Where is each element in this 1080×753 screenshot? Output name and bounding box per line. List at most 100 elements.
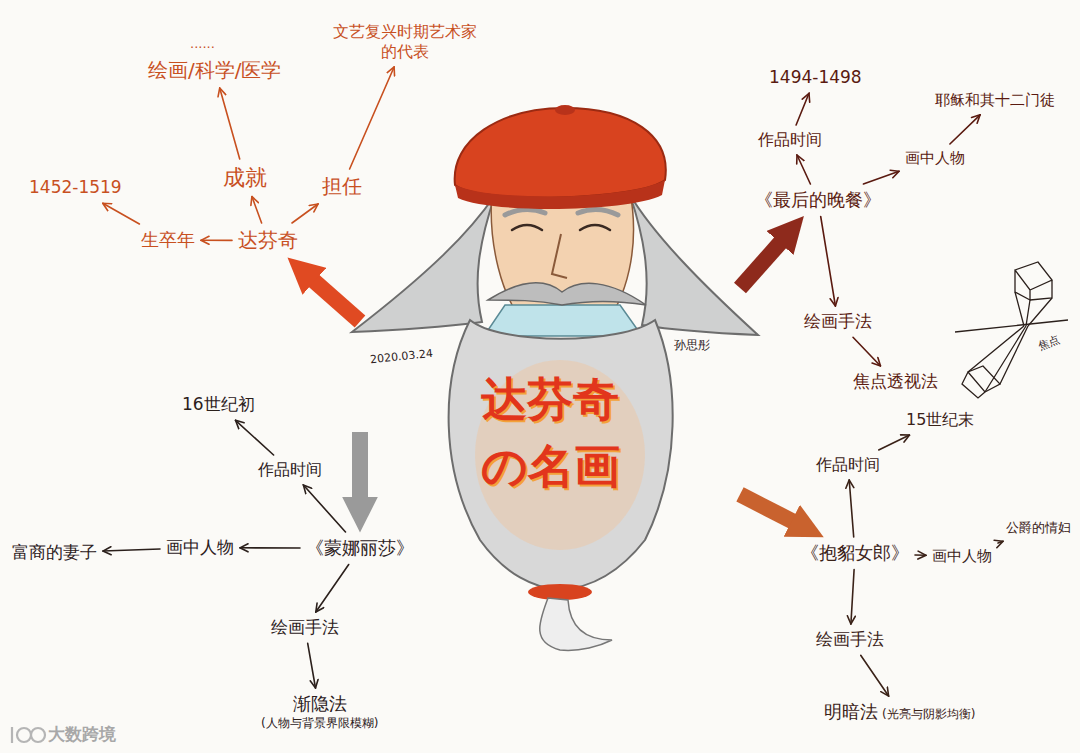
node-text: 画中人物 [905,149,965,168]
closed-eye [580,225,610,230]
branch-arrow [201,240,232,242]
beard-glow [475,360,645,550]
vanishing-lines [1015,292,1052,326]
node-text: 《蒙娜丽莎》 [306,537,414,560]
branch-arrow [915,554,926,556]
branch-arrow [350,67,395,169]
mind-map-node: 画中人物 [902,147,968,170]
beret-band [455,180,665,209]
mind-map-node: 文艺复兴时期艺术家的代表 [327,20,483,64]
branch-arrow [821,217,836,307]
branch-arrow [796,93,809,125]
far-box [1015,262,1052,300]
node-text: 公爵的情妇 [1006,520,1071,536]
logo-ring [31,728,45,742]
branch-arrow [103,549,160,551]
mind-map-node: 绘画手法 [268,615,342,640]
branch-arrow [863,171,899,184]
branch-arrow [851,570,854,625]
collar [484,305,642,336]
sketch-label: 焦点 [1036,333,1061,353]
beard-ring [528,584,592,600]
branch-arrow [853,337,881,366]
node-text: 文艺复兴时期艺术家的代表 [330,22,480,62]
mind-map-node: 富商的妻子 [9,540,100,565]
node-text: 明暗法 [824,701,878,724]
branch-arrow [797,155,810,184]
node-text: 《抱貂女郎》 [801,542,909,565]
note-label: 孙思彤 [674,338,710,352]
node-text: 画中人物 [166,537,234,558]
node-text: 绘画手法 [271,617,339,638]
node-text: 耶稣和其十二门徒 [935,91,1055,110]
nose [552,234,567,278]
node-text: 作品时间 [758,130,822,150]
mind-map-node: 画中人物 [929,545,995,568]
node-text: 焦点透视法 [853,371,938,392]
node-text: 绘画手法 [816,629,884,650]
branch-arrow [292,204,318,223]
watermark: 大数跨境 [48,724,116,744]
node-text: 达芬奇 [238,228,298,253]
branch-arrow [252,197,262,224]
eyebrow [505,209,545,215]
mind-map-node: 渐隐法(人物与背景界限模糊) [258,691,381,733]
node-text: 担任 [322,174,362,199]
node-text: 1452-1519 [29,177,122,198]
mind-map-node: 16世纪初 [179,392,258,417]
node-text: 画中人物 [932,547,992,566]
big-arrow [740,239,784,288]
node-note: (人物与背景界限模糊) [261,716,378,731]
node-text: 16世纪初 [182,394,255,415]
mind-map-node: 绘画/科学/医学 [145,56,284,85]
branch-arrow [861,655,889,696]
perspective-sketch [955,262,1068,398]
mind-map-node: 焦点透视法 [850,369,941,394]
node-text: 1494-1498 [769,67,862,88]
mind-map-node: 耶稣和其十二门徒 [932,89,1058,112]
mind-map-node: 达芬奇 [235,226,301,255]
node-text: 作品时间 [816,455,880,475]
branch-arrow [220,88,240,159]
beret-nub [555,105,575,115]
logo-bar [11,727,13,743]
mind-map-node: 《最后的晚餐》 [752,187,884,214]
node-text: 富商的妻子 [12,542,97,563]
node-text: 生卒年 [141,229,195,252]
branch-arrow [303,485,345,532]
mustache [488,283,646,305]
mind-map-node: 《抱貂女郎》 [798,540,912,567]
node-text: 15世纪末 [906,410,974,430]
eyebrow [578,209,618,215]
mind-map-node: 绘画手法 [801,309,875,334]
mind-map-node: 绘画手法 [813,627,887,652]
node-text: 作品时间 [258,460,322,480]
logo-ring [17,728,31,742]
mind-map-node: 《蒙娜丽莎》 [303,535,417,562]
horizon-line [955,320,1068,332]
mind-map-node: 公爵的情妇 [1003,518,1074,538]
title-node: 达芬奇の名画 [360,120,740,600]
node-note: (光亮与阴影均衡) [882,707,975,722]
branch-arrow [240,547,300,549]
node-text: 渐隐法 [293,693,347,716]
big-arrow [310,278,360,322]
mind-map-node: 作品时间 [255,458,325,482]
mind-map-node: 明暗法 (光亮与阴影均衡) [821,699,978,726]
mind-map-node: 担任 [319,172,365,201]
node-text: 绘画/科学/医学 [148,58,281,83]
mind-map-node: 画中人物 [163,535,237,560]
beard-curl [540,598,612,650]
branch-arrow [308,643,316,688]
branch-arrow [236,420,274,455]
beret [455,108,666,198]
mind-map-node: 1452-1519 [26,175,125,200]
branch-arrow [849,480,854,537]
branch-arrow [998,541,1003,543]
near-box [962,366,1000,398]
branch-arrow [103,203,140,224]
mind-map-node: 生卒年 [138,227,198,254]
big-arrow [740,494,797,523]
